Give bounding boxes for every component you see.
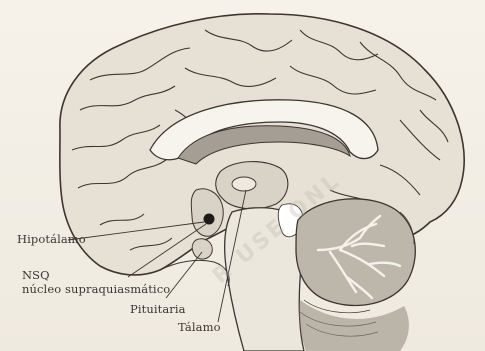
scn-dot bbox=[204, 214, 215, 225]
label-pituitaria: Pituitaria bbox=[130, 303, 186, 316]
lower-shadow bbox=[299, 300, 409, 351]
thalamus-detail bbox=[232, 177, 256, 191]
label-nsq: NSQ bbox=[22, 269, 50, 282]
pituitary bbox=[192, 239, 212, 259]
label-hipotalamo: Hipotálamo bbox=[17, 233, 86, 246]
label-talamo: Tálamo bbox=[178, 321, 221, 334]
label-nucleo-supraquiasmatico: núcleo supraquiasmático bbox=[22, 283, 170, 296]
